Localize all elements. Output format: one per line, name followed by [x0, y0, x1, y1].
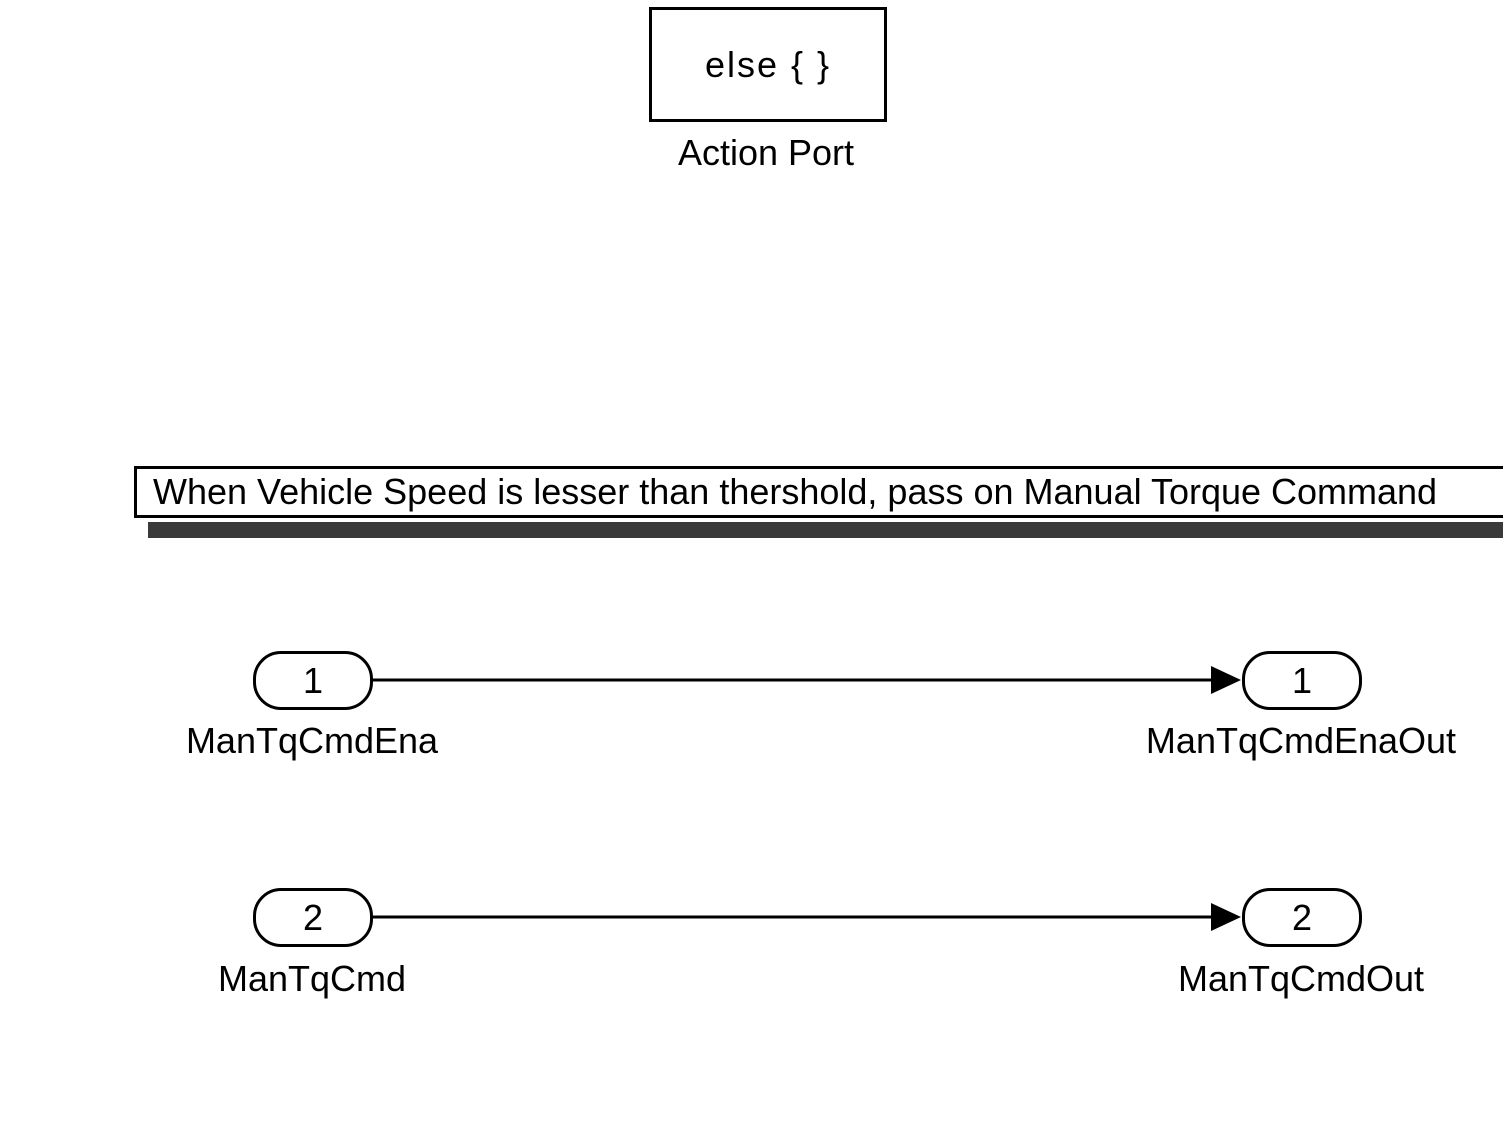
- outport-2-name: ManTqCmdOut: [1177, 958, 1425, 999]
- inport-2-number: 2: [302, 896, 324, 938]
- signal-line-1[interactable]: [373, 666, 1241, 694]
- arrowhead-1: [1211, 666, 1241, 694]
- inport-2[interactable]: 2: [253, 888, 373, 947]
- signal-line-2[interactable]: [373, 903, 1241, 931]
- arrowhead-2: [1211, 903, 1241, 931]
- inport-1-number: 1: [302, 659, 324, 701]
- annotation-box[interactable]: When Vehicle Speed is lesser than thersh…: [134, 466, 1503, 518]
- outport-2-number: 2: [1291, 896, 1313, 938]
- annotation-shadow: [148, 522, 1503, 538]
- outport-1[interactable]: 1: [1242, 651, 1362, 710]
- outport-2[interactable]: 2: [1242, 888, 1362, 947]
- inport-1-name: ManTqCmdEna: [185, 720, 439, 761]
- outport-1-name: ManTqCmdEnaOut: [1145, 720, 1457, 761]
- action-port-block-text: else { }: [704, 43, 832, 85]
- outport-1-number: 1: [1291, 659, 1313, 701]
- inport-1[interactable]: 1: [253, 651, 373, 710]
- annotation-text: When Vehicle Speed is lesser than thersh…: [153, 471, 1438, 512]
- action-port-block[interactable]: else { }: [649, 7, 887, 122]
- action-port-label: Action Port: [677, 132, 855, 173]
- inport-2-name: ManTqCmd: [217, 958, 407, 999]
